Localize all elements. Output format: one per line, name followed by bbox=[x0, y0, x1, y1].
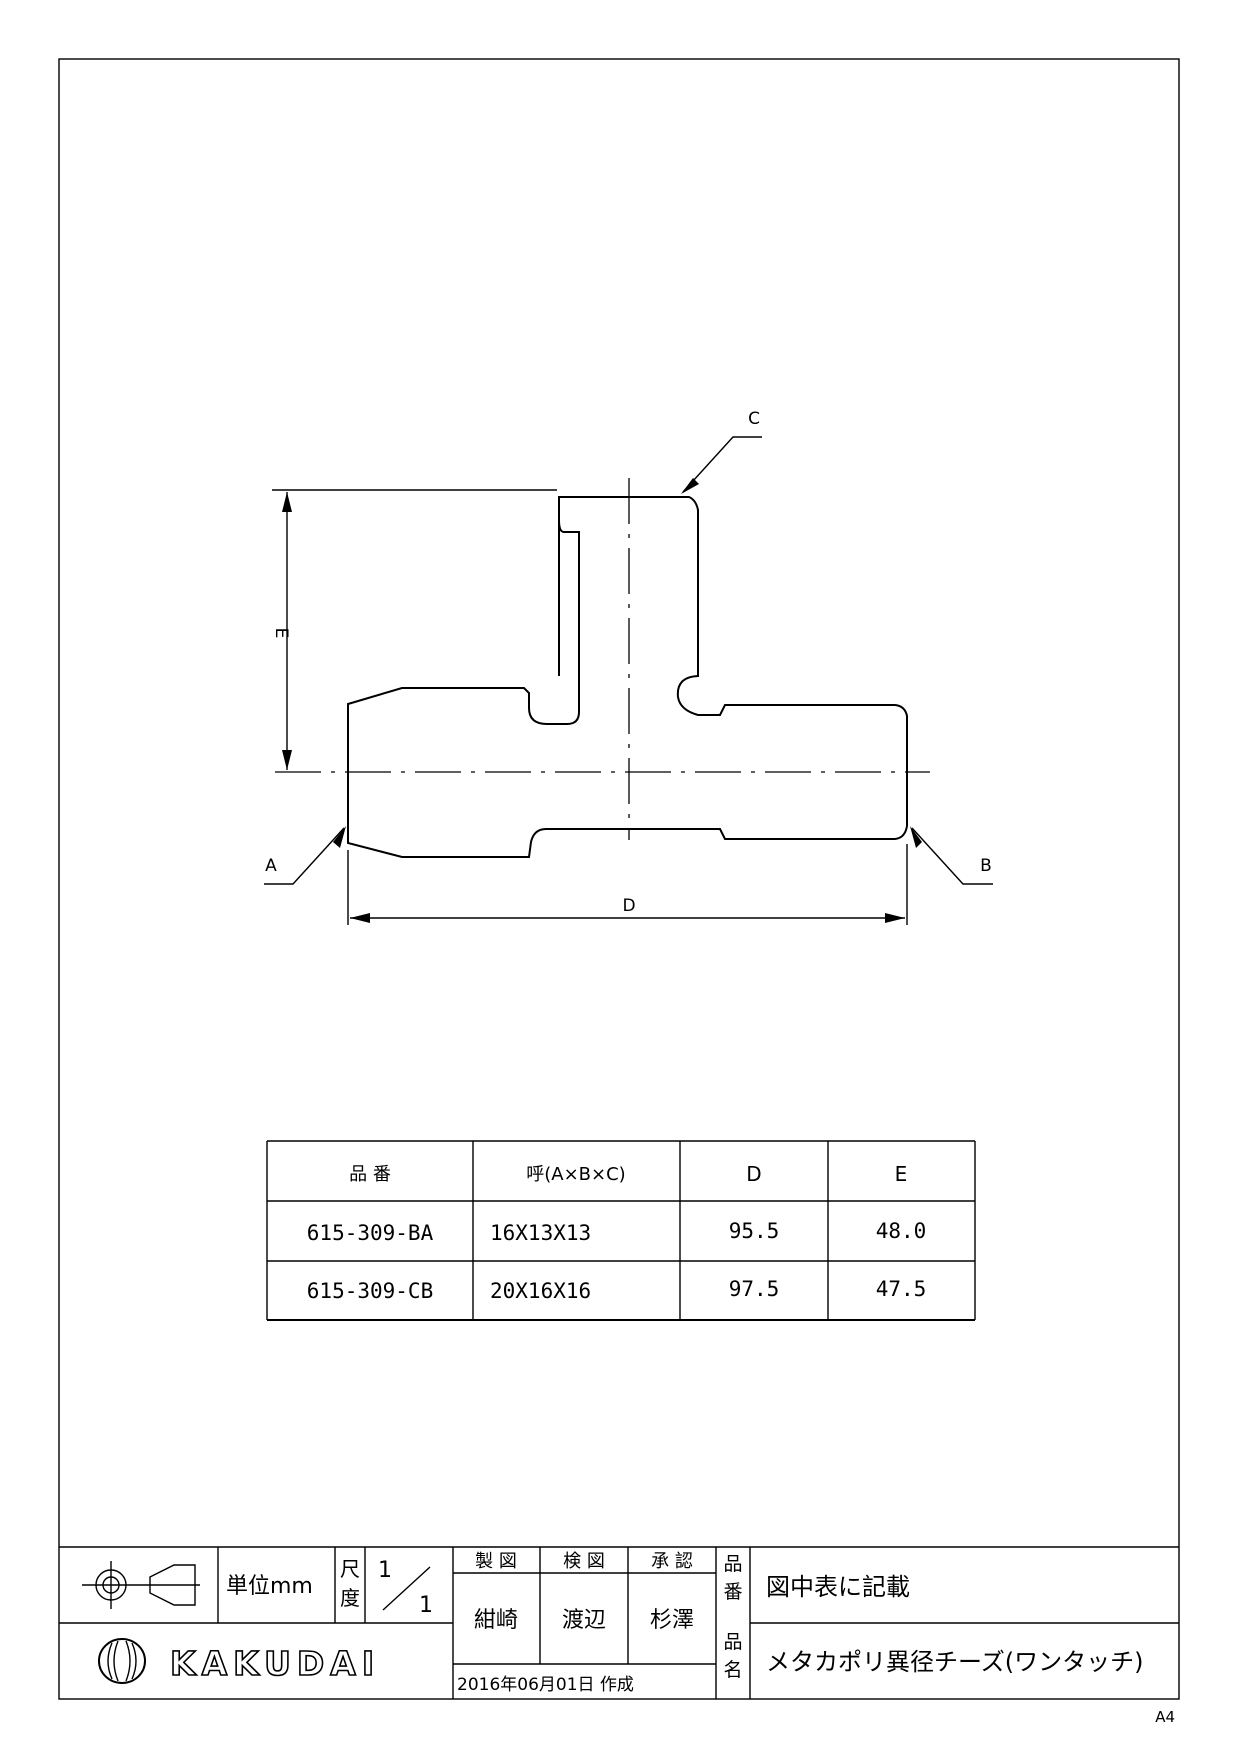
part-name-label-2: 名 bbox=[723, 1659, 742, 1681]
part-name-label-1: 品 bbox=[723, 1631, 742, 1653]
label-a: A bbox=[265, 856, 277, 876]
label-c: C bbox=[748, 409, 760, 429]
table-cell-nominal-2: 20X16X16 bbox=[490, 1279, 591, 1303]
scale-label-1: 尺 bbox=[340, 1557, 360, 1581]
table-header-part-no: 品 番 bbox=[349, 1164, 391, 1185]
dim-e-arrow-bottom bbox=[282, 750, 292, 770]
part-name-value: メタカポリ異径チーズ(ワンタッチ) bbox=[766, 1648, 1144, 1676]
dim-d-arrow-left bbox=[350, 913, 370, 923]
scale-numerator: 1 bbox=[378, 1558, 392, 1583]
title-block: 単位mm 尺 度 1 1 製 図 検 図 承 認 紺崎 渡辺 杉澤 2016年0… bbox=[59, 1546, 1179, 1699]
table-cell-d-2: 97.5 bbox=[729, 1277, 780, 1301]
leader-b bbox=[911, 827, 993, 885]
table-header-nominal: 呼(A×B×C) bbox=[526, 1164, 625, 1185]
role-approved: 承 認 bbox=[651, 1551, 693, 1572]
table-cell-d-1: 95.5 bbox=[729, 1219, 780, 1243]
sheet-border bbox=[58, 58, 1180, 1700]
table-cell-part-no-2: 615-309-CB bbox=[307, 1279, 433, 1303]
part-no-label-1: 品 bbox=[723, 1553, 742, 1575]
kakudai-logo-icon bbox=[98, 1638, 146, 1684]
third-angle-projection-icon bbox=[82, 1561, 200, 1609]
date-created: 2016年06月01日 作成 bbox=[457, 1675, 634, 1695]
dimension-table: 品 番 呼(A×B×C) D E 615-309-BA 16X13X13 95.… bbox=[266, 1140, 976, 1321]
table-cell-e-1: 48.0 bbox=[876, 1219, 927, 1243]
table-cell-part-no-1: 615-309-BA bbox=[307, 1221, 434, 1245]
role-checked: 検 図 bbox=[563, 1551, 605, 1572]
leader-c-arrow bbox=[681, 478, 699, 494]
table-header-e: E bbox=[895, 1162, 908, 1186]
leader-b-arrow bbox=[910, 826, 922, 848]
fitting-outline bbox=[347, 496, 908, 858]
scale-denominator: 1 bbox=[419, 1593, 433, 1618]
part-no-value: 図中表に記載 bbox=[766, 1573, 910, 1601]
table-cell-e-2: 47.5 bbox=[876, 1277, 927, 1301]
scale-label-2: 度 bbox=[340, 1586, 360, 1610]
table-cell-nominal-1: 16X13X13 bbox=[490, 1221, 591, 1245]
sheet-size-label: A4 bbox=[1155, 1708, 1175, 1726]
role-drafted: 製 図 bbox=[475, 1551, 517, 1572]
tee-fitting-drawing: E D A B C bbox=[264, 409, 993, 925]
part-no-label-2: 番 bbox=[723, 1581, 742, 1603]
name-approved: 杉澤 bbox=[650, 1608, 694, 1633]
dim-e-label: E bbox=[271, 628, 291, 639]
leader-c bbox=[682, 436, 762, 493]
dim-d-label: D bbox=[622, 896, 635, 916]
dim-d-arrow-right bbox=[885, 913, 905, 923]
name-checked: 渡辺 bbox=[562, 1608, 606, 1633]
leader-a bbox=[264, 827, 345, 885]
company-name: KAKUDAI bbox=[170, 1644, 380, 1683]
leader-a-arrow bbox=[333, 826, 346, 848]
unit-label: 単位mm bbox=[226, 1574, 313, 1599]
dim-e-arrow-top bbox=[282, 492, 292, 512]
scale-slash bbox=[382, 1566, 431, 1611]
label-b: B bbox=[980, 856, 992, 876]
table-header-d: D bbox=[746, 1162, 761, 1186]
name-drafted: 紺崎 bbox=[474, 1608, 518, 1633]
